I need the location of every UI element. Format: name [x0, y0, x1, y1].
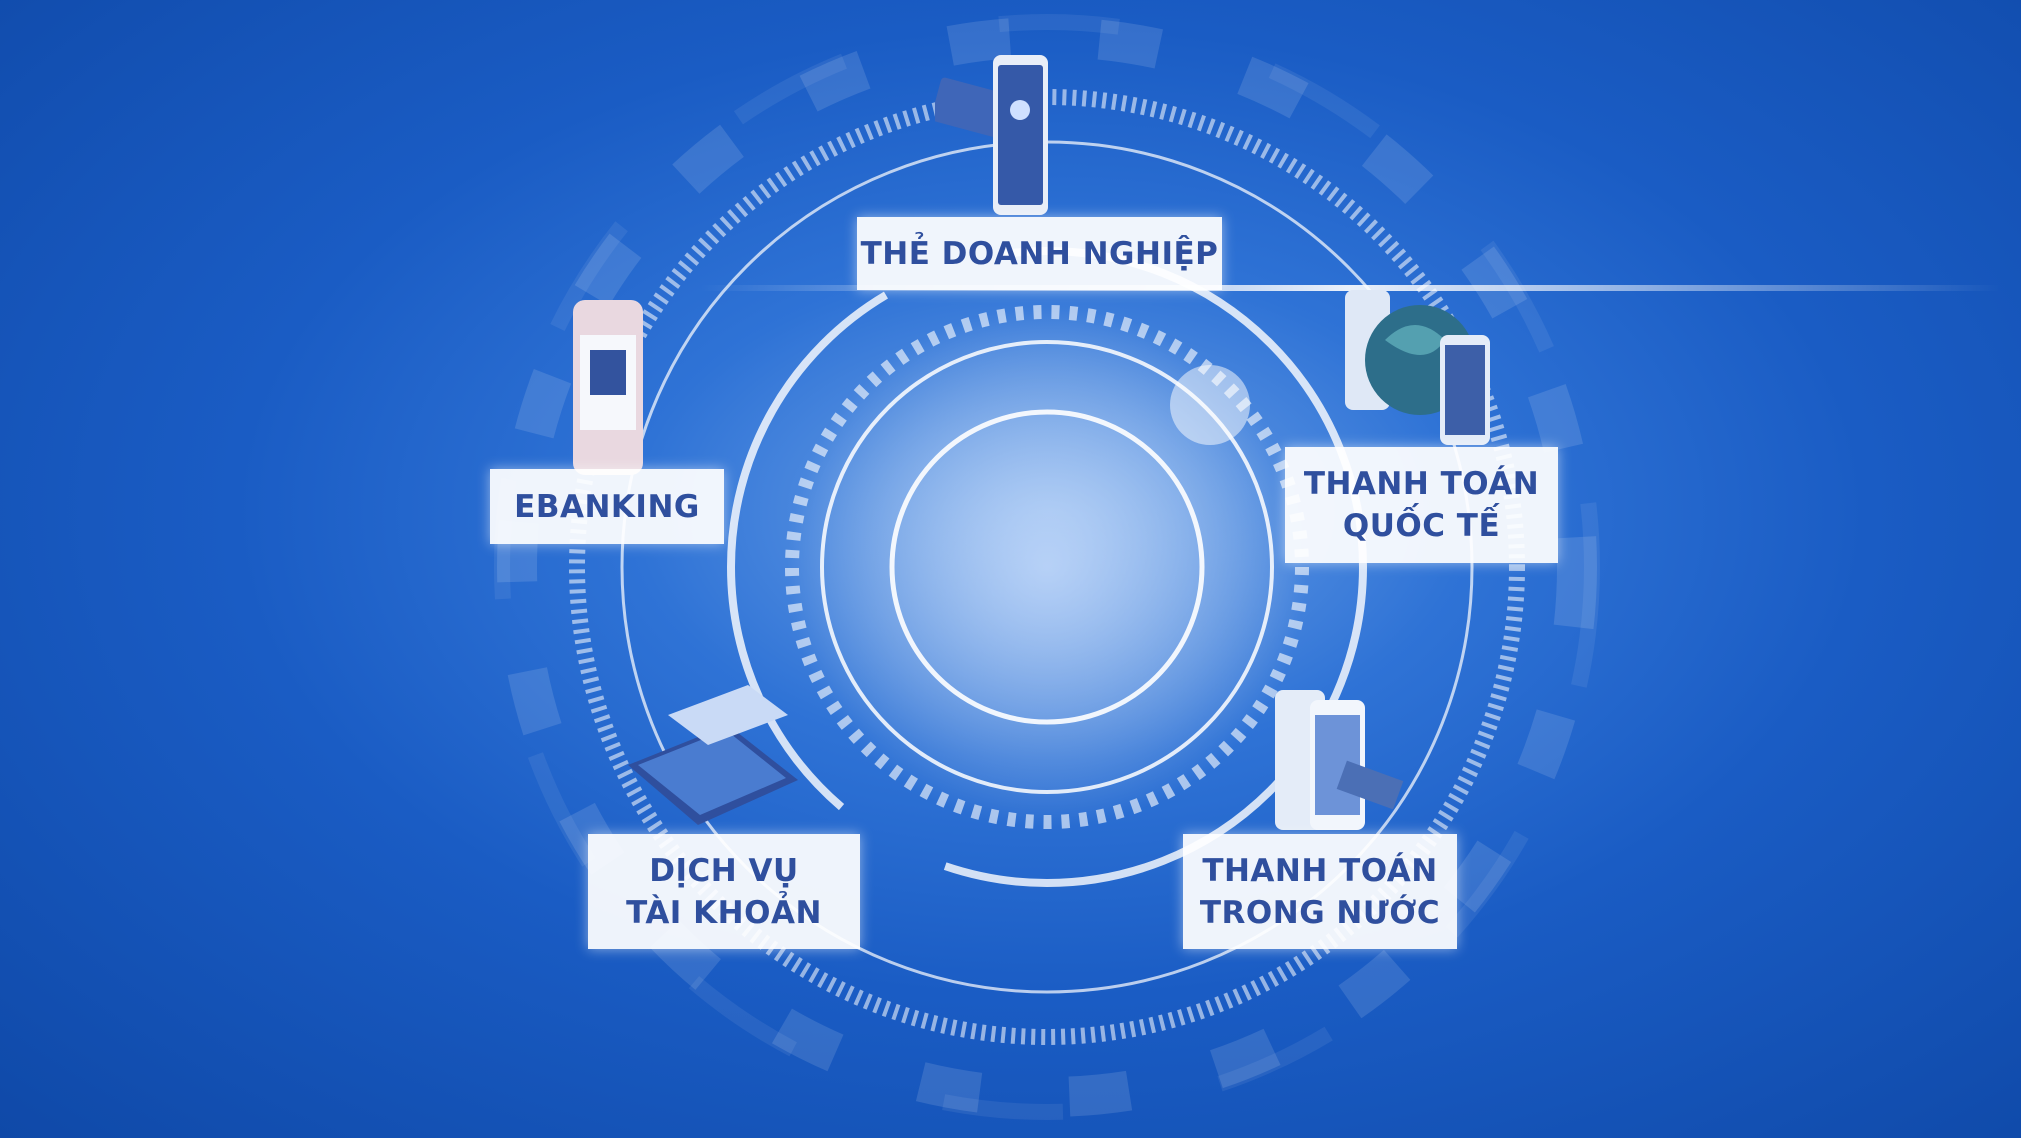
label-text-line2: TÀI KHOẢN — [626, 894, 822, 931]
label-text: THẺ DOANH NGHIỆP — [860, 235, 1219, 272]
tablet-online-banking-icon — [628, 685, 798, 825]
label-ebanking: EBANKING — [490, 469, 724, 544]
label-text-line2: QUỐC TẾ — [1342, 508, 1501, 544]
label-the-doanh-nghiep: THẺ DOANH NGHIỆP — [857, 217, 1222, 290]
globe-phone-icon — [1345, 290, 1490, 445]
hud-rings — [494, 14, 1600, 1120]
light-flare — [700, 285, 2000, 291]
label-dich-vu-tai-khoan: DỊCH VỤ TÀI KHOẢN — [588, 834, 860, 949]
label-text-line1: THANH TOÁN — [1202, 852, 1438, 889]
card-phone-icon — [935, 55, 1048, 215]
label-text: EBANKING — [514, 488, 700, 525]
light-glow — [1170, 365, 1250, 445]
label-text-line2: TRONG NƯỚC — [1199, 894, 1441, 931]
label-thanh-toan-quoc-te: THANH TOÁN QUỐC TẾ — [1285, 447, 1558, 563]
label-thanh-toan-trong-nuoc: THANH TOÁN TRONG NƯỚC — [1183, 834, 1457, 949]
smartphone-icon — [573, 300, 643, 475]
label-text-line1: DỊCH VỤ — [649, 852, 799, 889]
label-text-line1: THANH TOÁN — [1303, 466, 1540, 502]
phones-money-icon — [1275, 690, 1404, 830]
